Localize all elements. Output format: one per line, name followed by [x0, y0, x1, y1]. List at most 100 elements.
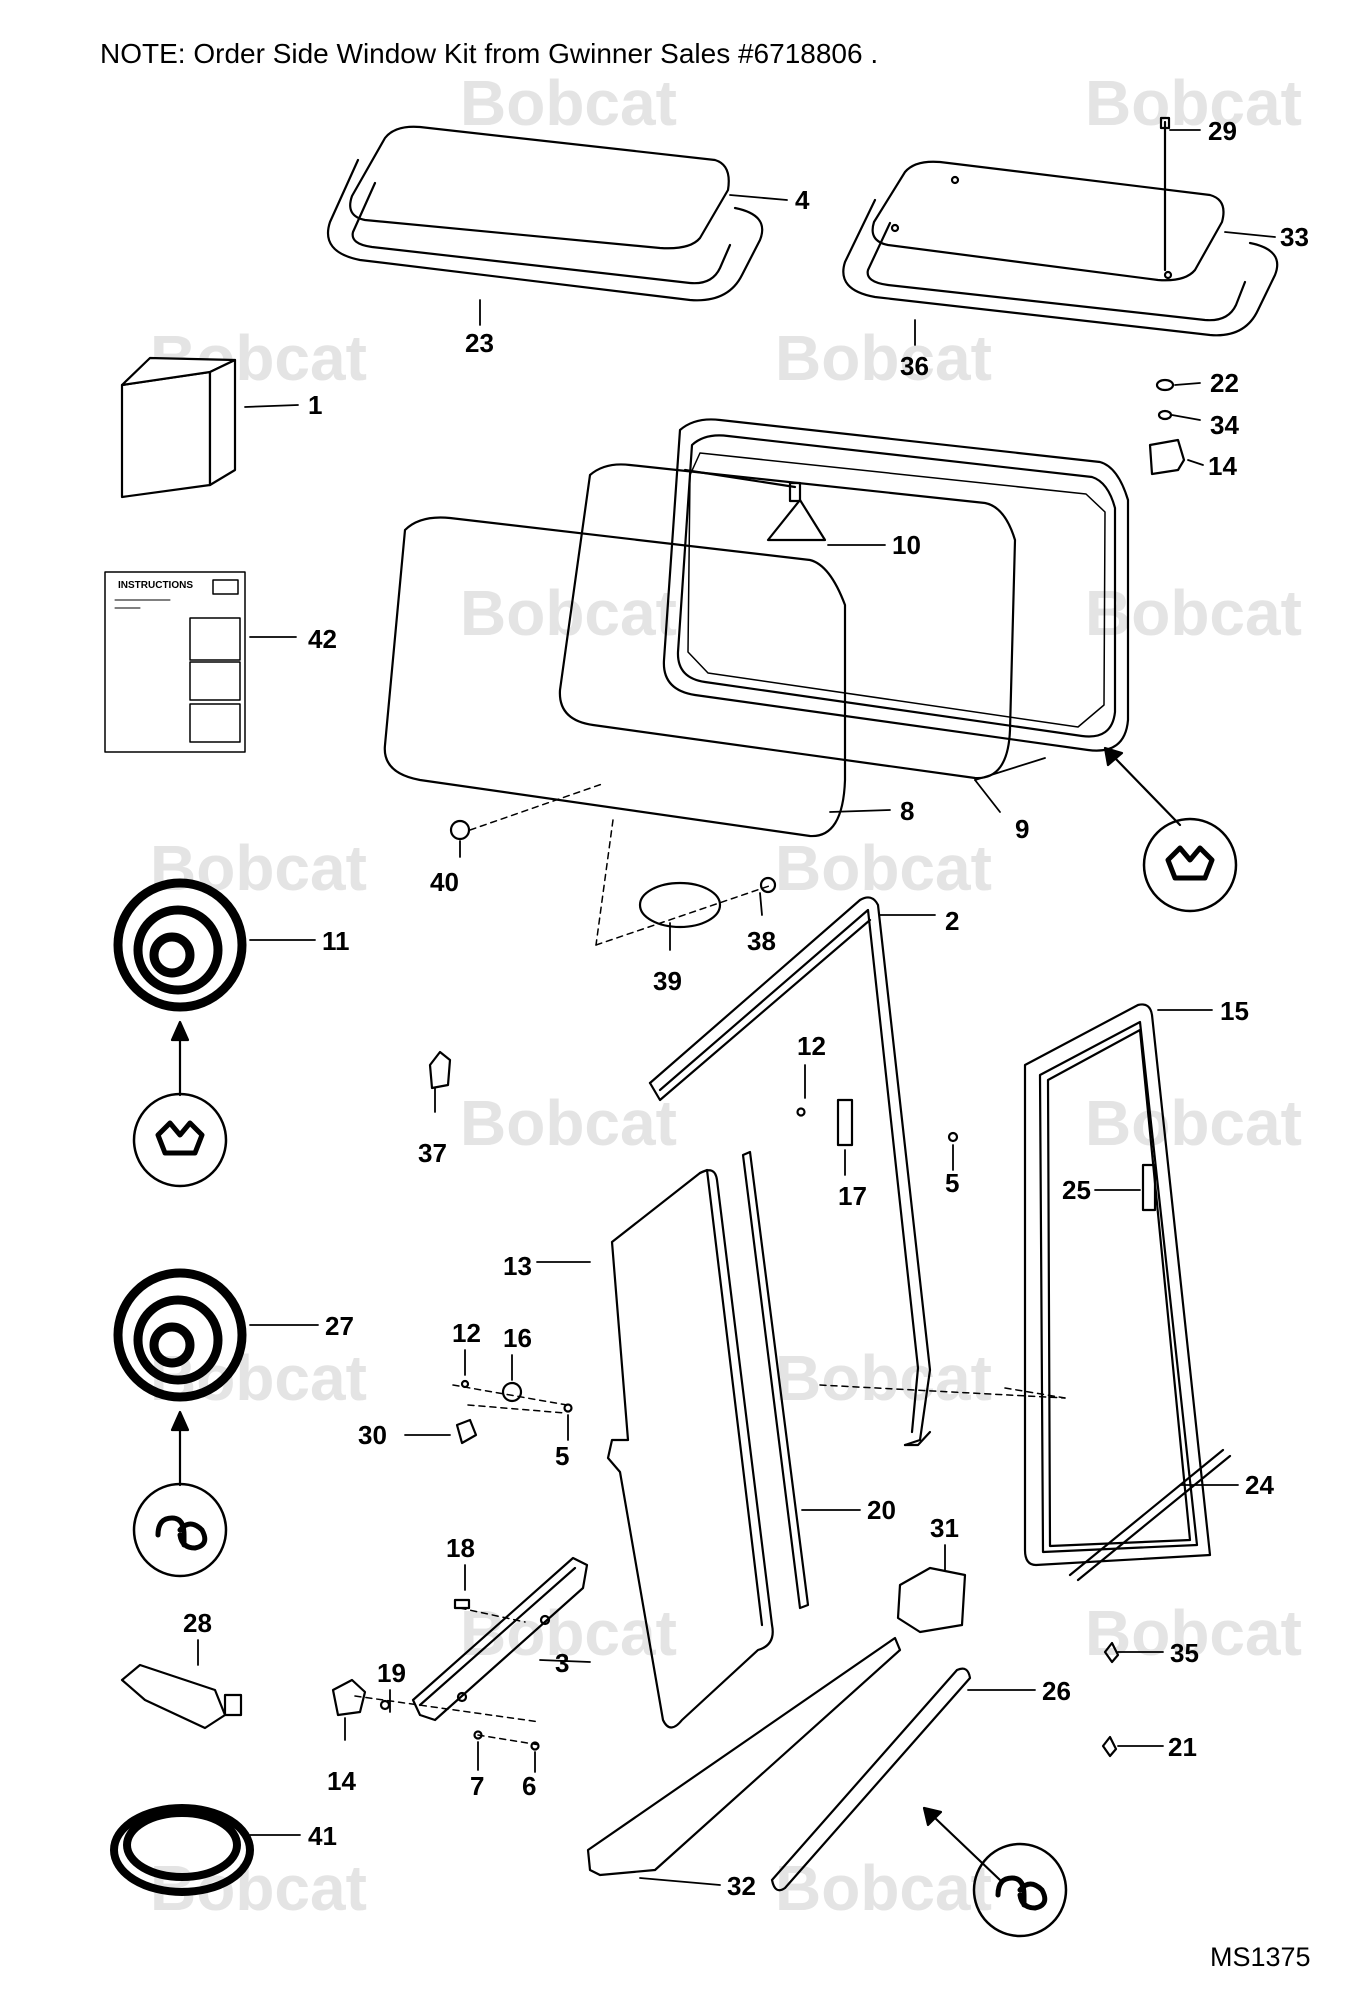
watermark: Bobcat: [775, 1342, 992, 1414]
callout: 16: [503, 1323, 532, 1353]
spacer: [1103, 1641, 1120, 1664]
watermarks: Bobcat Bobcat Bobcat Bobcat Bobcat Bobca…: [150, 67, 1302, 1924]
callout: 14: [327, 1766, 356, 1796]
sill-board: [586, 1636, 902, 1877]
callout: 2: [945, 906, 959, 936]
hose-coil: [110, 1804, 254, 1896]
hardware-stack: [1148, 116, 1186, 476]
watermark: Bobcat: [460, 67, 677, 139]
bottom-rail: [411, 1556, 589, 1722]
pin: [453, 1598, 471, 1610]
spacer: [1101, 1735, 1118, 1758]
figure-id: MS1375: [1210, 1942, 1311, 1972]
callout: 32: [727, 1871, 756, 1901]
lower-strip: [1068, 1448, 1232, 1582]
watermark: Bobcat: [775, 832, 992, 904]
callout: 29: [1208, 116, 1237, 146]
callout: 8: [900, 796, 914, 826]
watermark: Bobcat: [460, 577, 677, 649]
watermark: Bobcat: [1085, 1597, 1302, 1669]
callout: 42: [308, 624, 337, 654]
callout: 17: [838, 1181, 867, 1211]
latch-bracket: [836, 1098, 854, 1147]
door-frame: [1023, 1003, 1212, 1567]
callout: 41: [308, 1821, 337, 1851]
rubber-button: [449, 819, 471, 841]
clip: [428, 1050, 452, 1090]
watermark: Bobcat: [1085, 67, 1302, 139]
lanyard-ring: [638, 881, 722, 929]
watermark: Bobcat: [1085, 577, 1302, 649]
callout: 23: [465, 328, 494, 358]
callout: 4: [795, 185, 810, 215]
callout: 27: [325, 1311, 354, 1341]
top-window-right: [842, 160, 1279, 337]
callout: 21: [1168, 1732, 1197, 1762]
callout: 26: [1042, 1676, 1071, 1706]
callout: 20: [867, 1495, 896, 1525]
wedge-block: [896, 1566, 967, 1634]
door-glass: [606, 1168, 774, 1729]
callout: 30: [358, 1420, 387, 1450]
callout: 33: [1280, 222, 1309, 252]
seal-coil-lower: [113, 1268, 247, 1402]
callout: 15: [1220, 996, 1249, 1026]
watermark: Bobcat: [460, 1087, 677, 1159]
callout: 28: [183, 1608, 212, 1638]
callout: 12: [452, 1318, 481, 1348]
washer: [501, 1381, 523, 1403]
kit-box: [120, 356, 237, 499]
watermark: Bobcat: [775, 322, 992, 394]
watermark: Bobcat: [775, 1852, 992, 1924]
callout: 24: [1245, 1470, 1274, 1500]
seal-strip: [741, 1150, 810, 1610]
callout: 1: [308, 390, 322, 420]
instructions-title: INSTRUCTIONS: [118, 580, 193, 591]
callout: 11: [322, 926, 350, 956]
knob: [331, 1678, 367, 1717]
callout: 9: [1015, 814, 1029, 844]
callout: 12: [797, 1031, 826, 1061]
callout: 25: [1062, 1175, 1091, 1205]
profile-icons: [155, 845, 1215, 1911]
callout: 22: [1210, 368, 1239, 398]
callout: 36: [900, 351, 929, 381]
callout: 5: [945, 1168, 959, 1198]
nut: [759, 876, 777, 894]
leader-lines: [197, 129, 1276, 1886]
callout: 18: [446, 1533, 475, 1563]
callout: 34: [1210, 410, 1239, 440]
instructions-sheet: [104, 571, 246, 753]
callout: 31: [930, 1513, 959, 1543]
callout: 3: [555, 1648, 569, 1678]
seal-coil-upper: [113, 878, 247, 1012]
callout: 19: [377, 1658, 406, 1688]
callout: 38: [747, 926, 776, 956]
window-frame: [558, 418, 1130, 780]
callout: 35: [1170, 1638, 1199, 1668]
window-latch: [683, 468, 827, 542]
top-window-left: [326, 125, 764, 302]
callout: 14: [1208, 451, 1237, 481]
watermark: Bobcat: [1085, 1087, 1302, 1159]
adhesive-tube: [120, 1663, 227, 1730]
order-note: NOTE: Order Side Window Kit from Gwinner…: [100, 38, 879, 69]
callout: 40: [430, 867, 459, 897]
seal-tube: [770, 1667, 972, 1892]
glass-panel: [383, 516, 847, 838]
watermark: Bobcat: [150, 832, 367, 904]
callout: 10: [892, 530, 921, 560]
callout: 7: [470, 1771, 484, 1801]
profile-circles: [132, 817, 1238, 1938]
watermark: Bobcat: [460, 1597, 677, 1669]
callout: 37: [418, 1138, 447, 1168]
callout: 5: [555, 1441, 569, 1471]
upper-channel: [648, 896, 932, 1447]
callout: 39: [653, 966, 682, 996]
callout: 6: [522, 1771, 536, 1801]
callout-labels: 1 2 3 4 5 5 6 7 8 9 10 11 12 12 13 14 14…: [183, 116, 1309, 1901]
profile-arrows: [170, 746, 1182, 1882]
bumper: [455, 1418, 478, 1445]
